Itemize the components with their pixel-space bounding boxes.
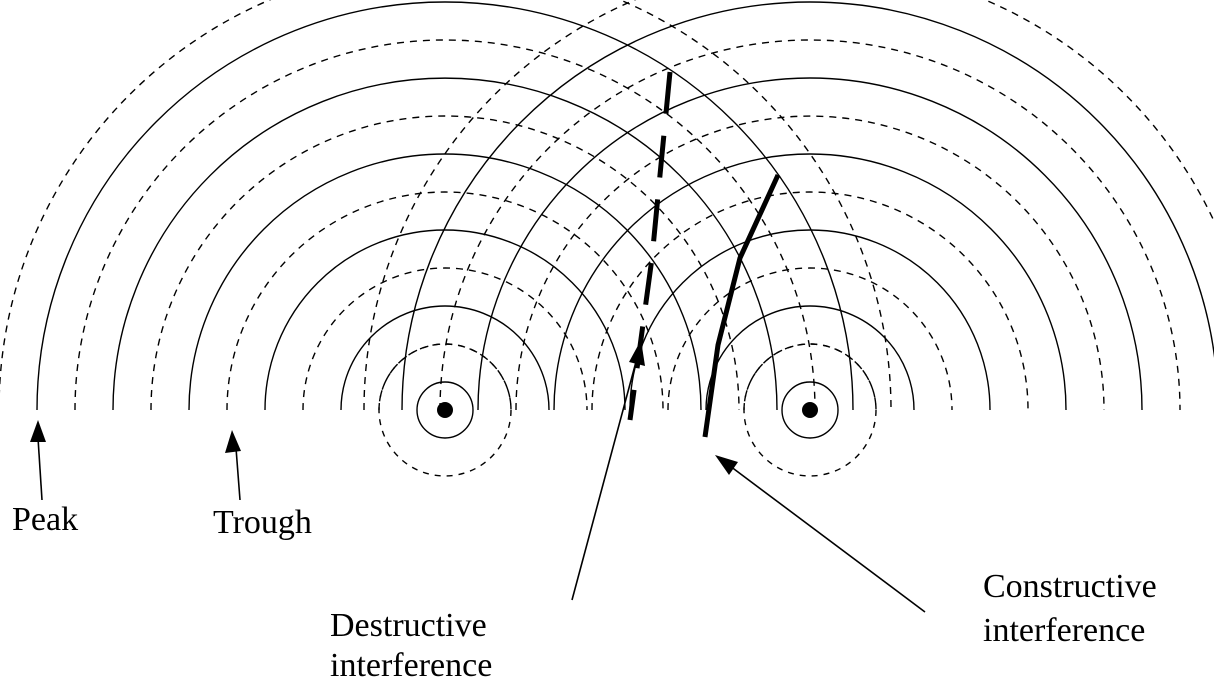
right-source-trough-wavefront [515,115,1105,411]
left-source-trough-wavefront [378,343,512,411]
constructive-label-line1: Constructive [983,568,1157,605]
right-source-peak-wavefront [401,1,1214,411]
right-source-peak-wavefront [477,77,1143,411]
destructive-label-line2: interference [330,647,492,681]
constructive-label-line2: interference [983,612,1145,649]
peak-arrow [30,420,46,501]
trough-arrow [225,430,241,501]
left-source-ring [416,381,474,439]
left-source-trough-wavefront [0,0,892,411]
right-source-trough-wavefront [363,0,1214,411]
destructive-interference-line [627,71,673,421]
destructive-arrow [571,340,645,601]
left-source-peak-wavefront [340,305,550,411]
peak-label: Peak [12,501,78,538]
destructive-label-line1: Destructive [330,607,487,644]
right-source [781,381,839,439]
left-source-peak-wavefront [112,77,778,411]
left-source-inner-trough-ring [378,343,512,477]
right-source-peak-wavefront [705,305,915,411]
right-source-ring [781,381,839,439]
right-source-wavefronts [363,0,1214,477]
right-source-trough-wavefront [667,267,953,411]
constructive-interference-line [702,173,781,438]
left-source-trough-wavefront [302,267,588,411]
right-source-dot [802,402,818,418]
trough-label: Trough [213,504,312,541]
constructive-arrow [715,455,926,613]
left-source-peak-wavefront [264,229,626,411]
left-source-peak-wavefront [188,153,702,411]
left-source-peak-wavefront [36,1,854,411]
left-source-wavefronts [0,0,892,477]
left-source-dot [437,402,453,418]
right-source-trough-wavefront [439,39,1181,411]
left-source [416,381,474,439]
left-source-trough-wavefront [150,115,740,411]
right-source-trough-wavefront [591,191,1029,411]
right-source-peak-wavefront [629,229,991,411]
right-source-inner-trough-ring [743,343,877,477]
right-source-peak-wavefront [553,153,1067,411]
right-source-trough-wavefront [743,343,877,411]
left-source-trough-wavefront [226,191,664,411]
